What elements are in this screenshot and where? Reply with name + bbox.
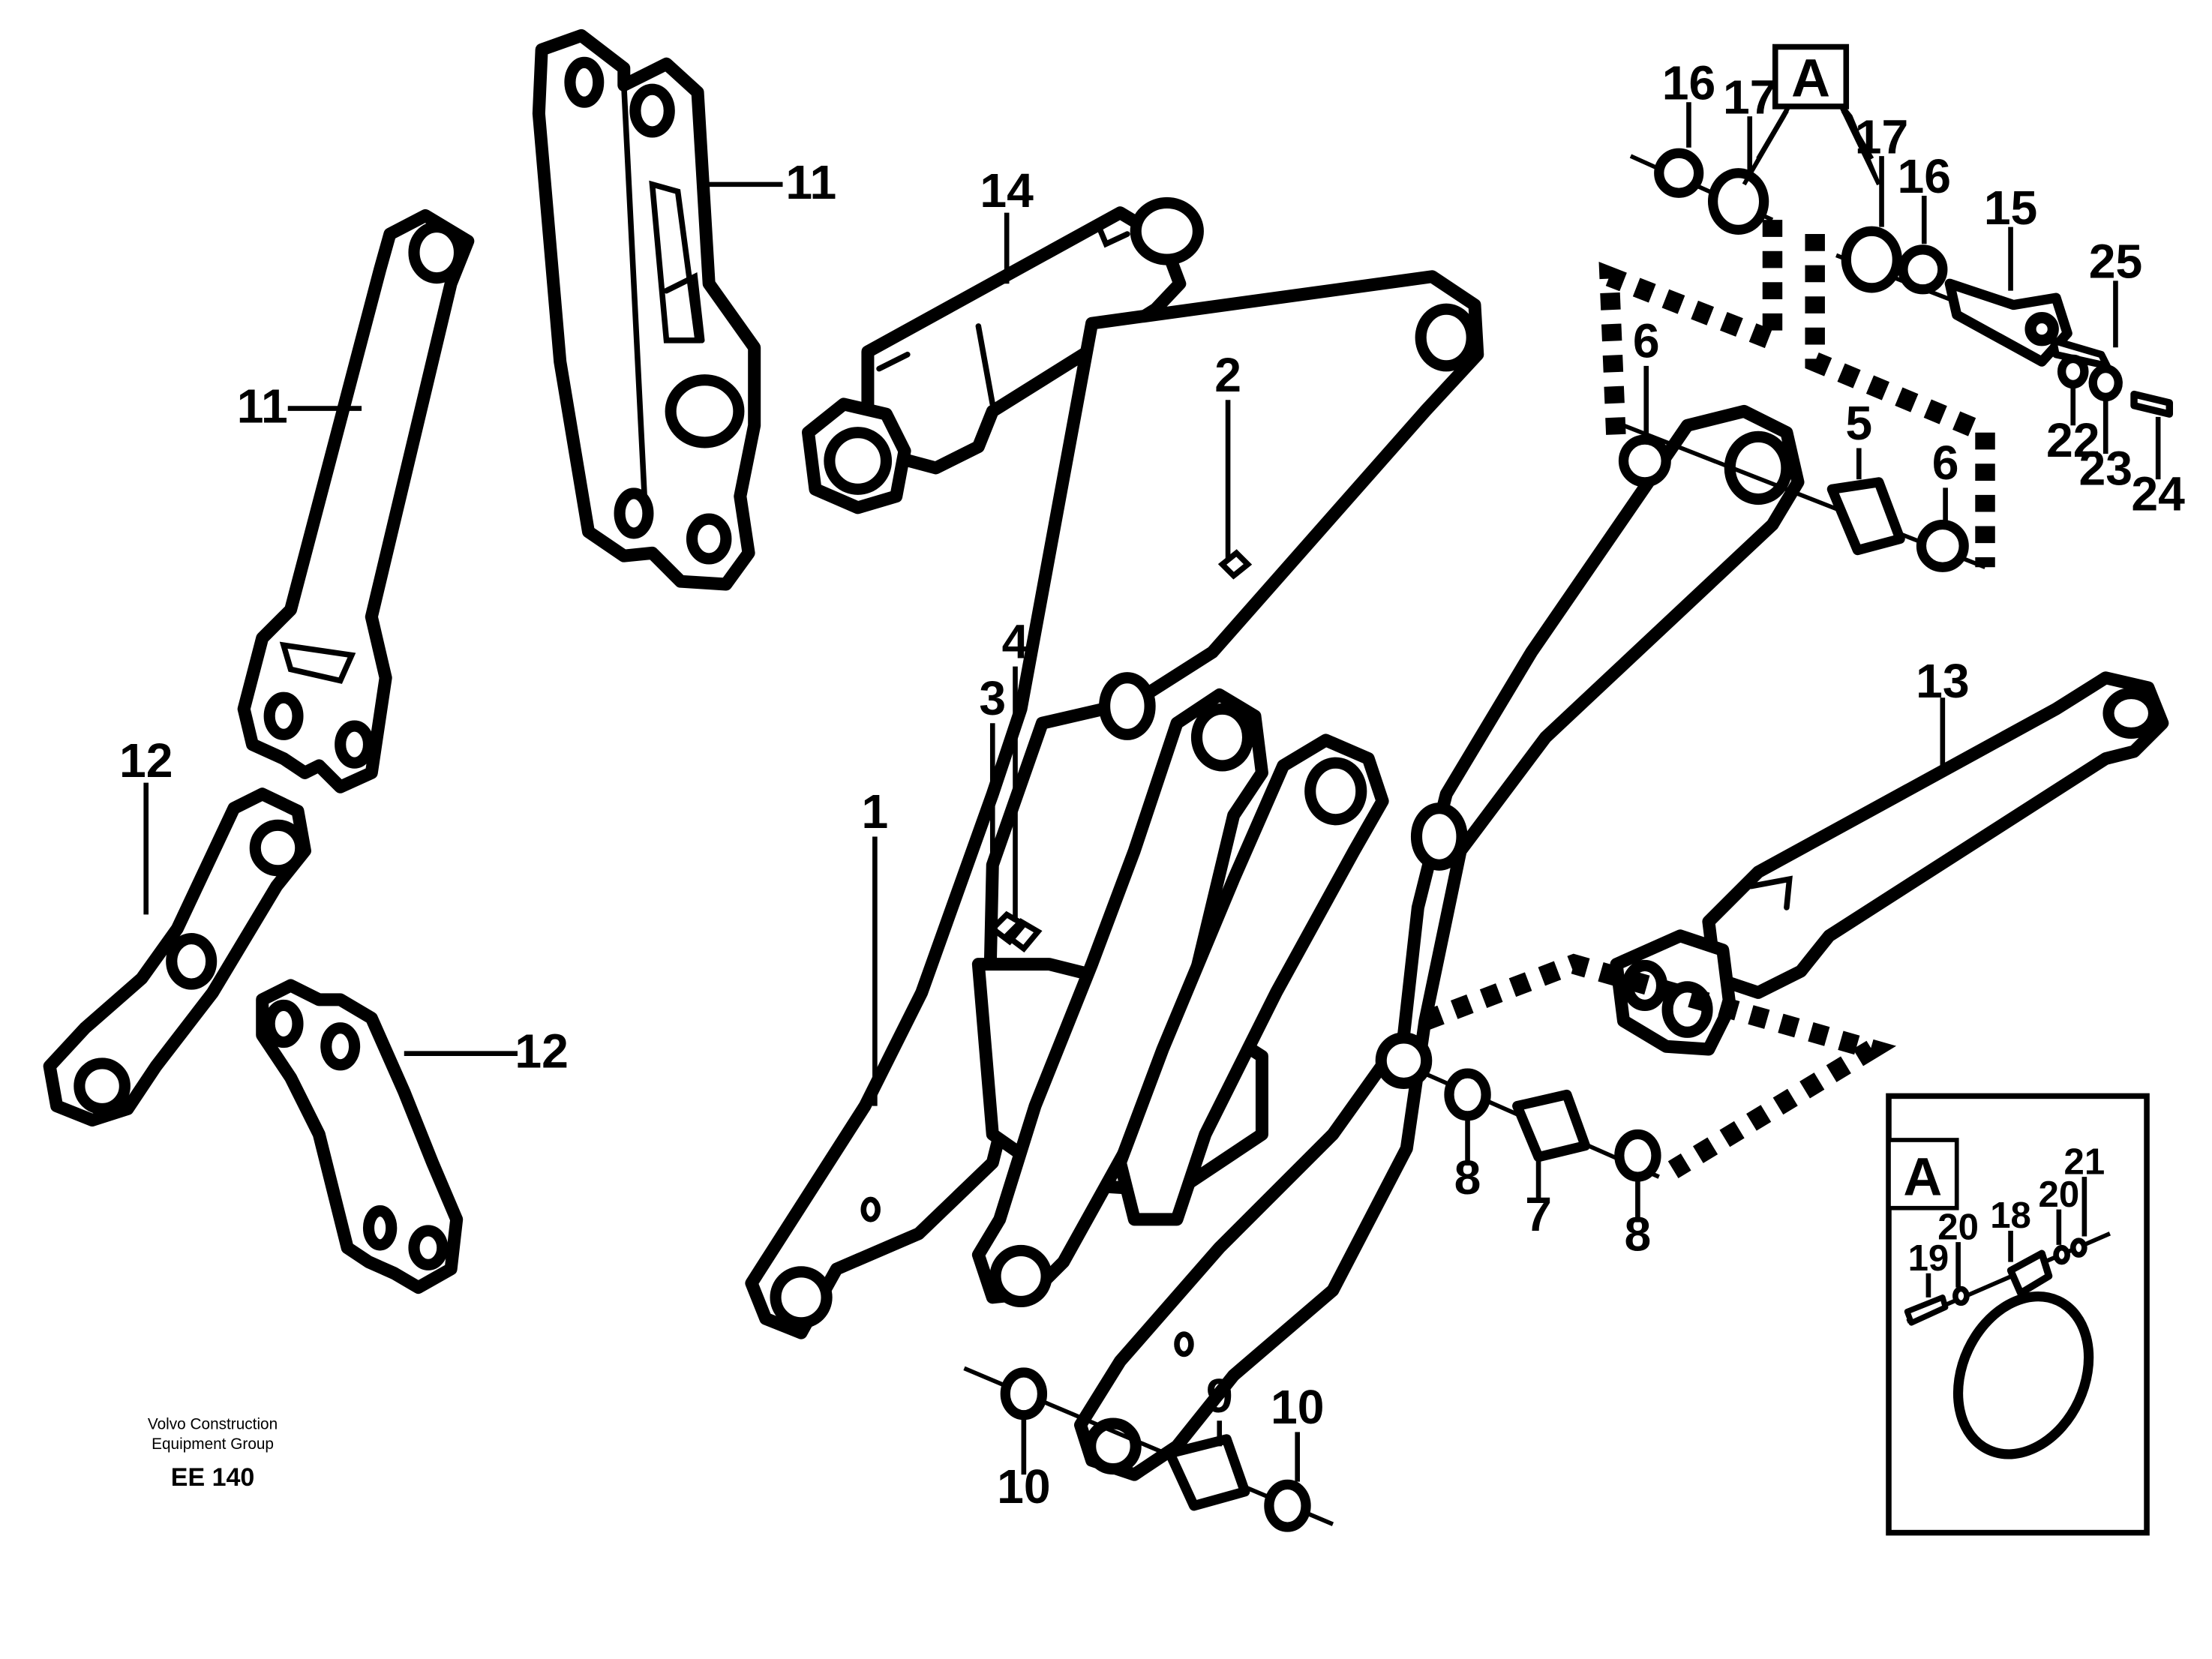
callout-2: 2 (1214, 348, 1241, 402)
callout-25: 25 (2089, 235, 2142, 289)
callout-3: 3 (979, 671, 1006, 725)
callout-14: 14 (980, 164, 1034, 218)
callout-7: 7 (1525, 1187, 1552, 1241)
callout-12a: 12 (119, 734, 173, 788)
callout-8a: 8 (1454, 1150, 1481, 1204)
pin-assembly-upper (1629, 148, 2174, 418)
callout-17a: 17 (1723, 70, 1776, 124)
callout-13: 13 (1916, 654, 1969, 708)
drawing-footer: Volvo Construction Equipment Group EE 14… (148, 1416, 278, 1492)
pin-assembly-middle (1618, 423, 1986, 572)
callout-22: 22 (2046, 413, 2099, 467)
callout-6a: 6 (1633, 314, 1660, 368)
callout-18: 18 (1990, 1196, 2031, 1236)
callout-10b: 10 (1271, 1380, 1324, 1434)
pin-assembly-lower (963, 1068, 1661, 1532)
svg-text:A: A (1903, 1148, 1942, 1208)
callout-4: 4 (1002, 614, 1029, 668)
callout-8b: 8 (1625, 1207, 1652, 1261)
cylinder-part-14 (802, 196, 1204, 514)
leader-lines (143, 102, 2161, 1482)
callout-11a: 11 (237, 379, 288, 433)
company-name-line-1: Volvo Construction (148, 1416, 278, 1433)
bell-crank-part-11 (532, 28, 761, 591)
callout-15: 15 (1984, 181, 2037, 235)
callout-19: 19 (1908, 1238, 1949, 1279)
callout-labels: 1 2 3 4 5 6 6 7 8 8 9 10 10 11 11 12 12 … (119, 56, 2185, 1513)
callout-20b: 20 (2039, 1174, 2080, 1215)
drawing-code: EE 140 (171, 1463, 255, 1492)
callout-24: 24 (2131, 467, 2185, 521)
callout-5: 5 (1845, 396, 1872, 450)
callout-21: 21 (2064, 1142, 2105, 1182)
callout-11b: 11 (785, 155, 836, 209)
link-rod-part-11 (237, 208, 475, 794)
link-part-12-upper (43, 788, 311, 1127)
detail-a-callout: A (1772, 44, 1850, 110)
svg-text:A: A (1791, 49, 1830, 109)
callout-23: 23 (2078, 442, 2132, 496)
company-name-line-2: Equipment Group (152, 1436, 274, 1453)
detail-a-inset: A (1886, 1093, 2150, 1536)
callout-17b: 17 (1855, 110, 1908, 164)
callout-12b: 12 (515, 1024, 568, 1078)
link-part-12-lower (256, 979, 464, 1294)
callout-10a: 10 (997, 1460, 1050, 1514)
callout-16a: 16 (1662, 56, 1715, 110)
callout-20a: 20 (1937, 1207, 1979, 1247)
callout-9: 9 (1206, 1369, 1233, 1423)
callout-6b: 6 (1932, 436, 1959, 490)
lift-arm-part-1 (745, 270, 1805, 1481)
callout-1: 1 (861, 784, 888, 838)
callout-16b: 16 (1898, 149, 1951, 203)
dashed-guides (1421, 220, 1995, 1179)
